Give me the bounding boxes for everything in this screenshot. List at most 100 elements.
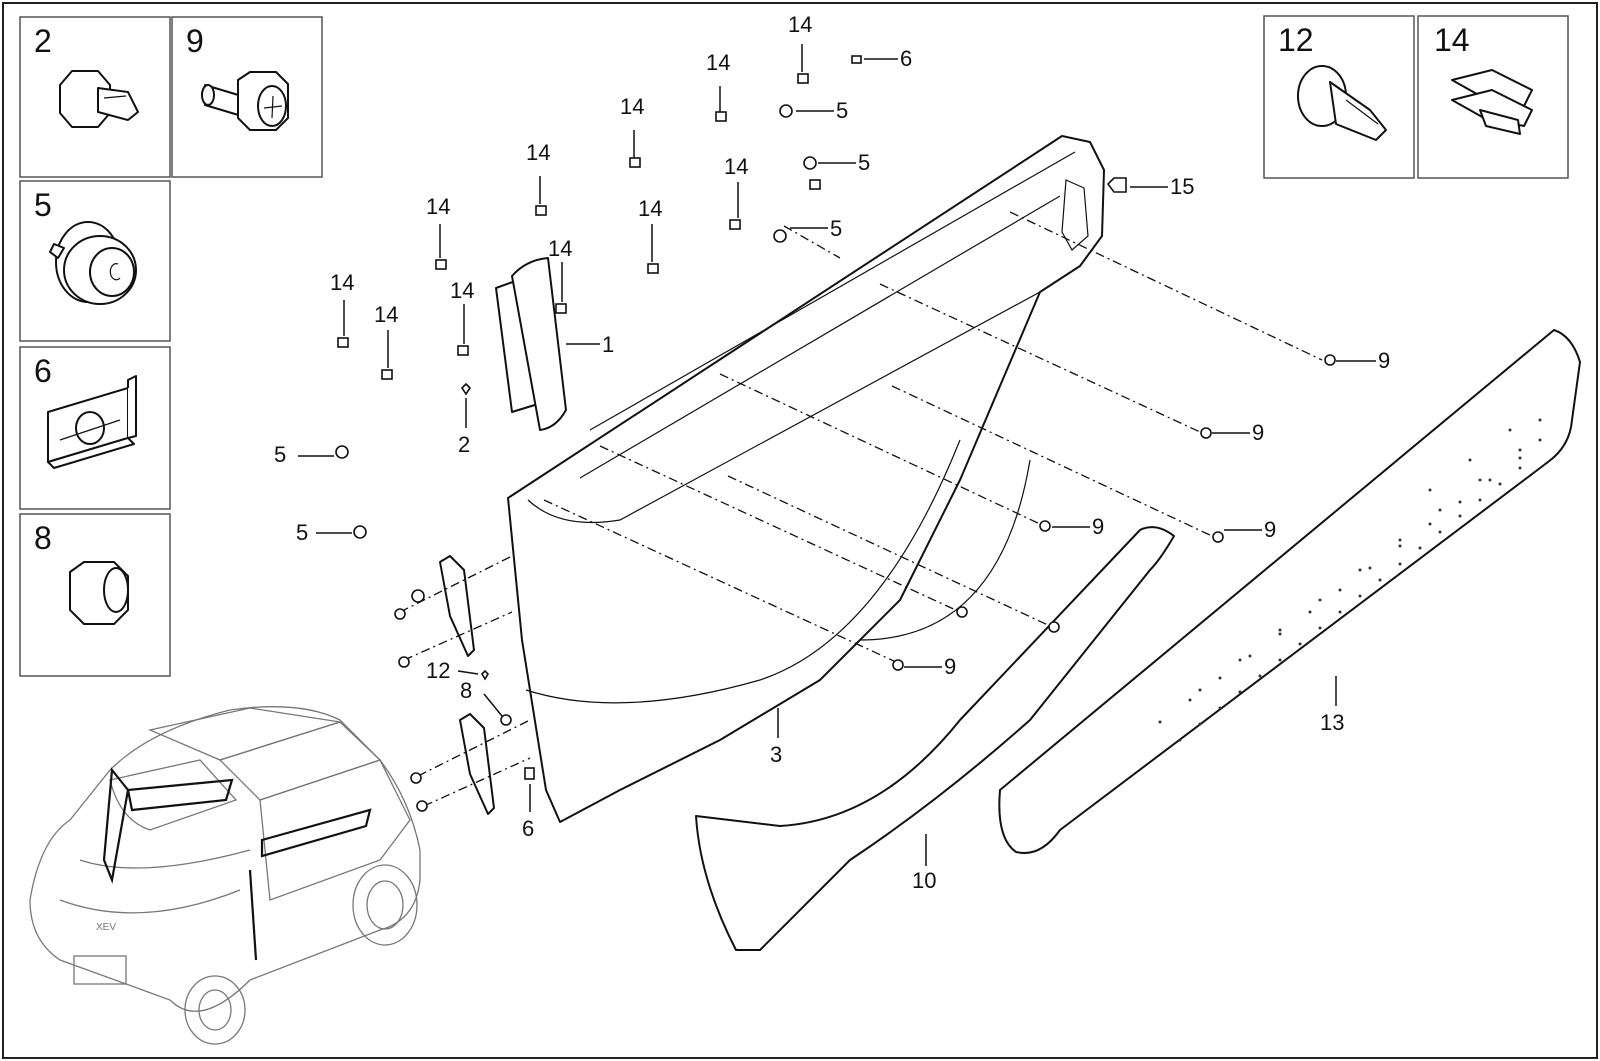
callout-label: 9 bbox=[1252, 420, 1264, 445]
callout-label: 12 bbox=[426, 658, 450, 683]
callout-label: 14 bbox=[724, 154, 748, 179]
callout-label: 5 bbox=[830, 216, 842, 241]
inset-8-number: 8 bbox=[34, 520, 52, 556]
clip-15 bbox=[1106, 177, 1127, 193]
callout-label: 14 bbox=[426, 194, 450, 219]
screw-icon bbox=[1297, 65, 1387, 141]
bolt-9-g bbox=[892, 659, 904, 671]
callout-label: 15 bbox=[1170, 174, 1194, 199]
clip-14-g bbox=[381, 369, 393, 380]
callout-label: 9 bbox=[1378, 348, 1390, 373]
clip-6-b bbox=[524, 767, 535, 780]
rivet-5-d bbox=[335, 445, 349, 459]
callout-label: 1 bbox=[602, 332, 614, 357]
inset-9-number: 9 bbox=[186, 23, 204, 59]
callout-label: 14 bbox=[706, 50, 730, 75]
inset-9: 9 bbox=[171, 16, 323, 178]
bolt-9-k bbox=[416, 800, 428, 812]
callout-label: 9 bbox=[1092, 514, 1104, 539]
assembly-lines bbox=[399, 211, 1323, 807]
callout-label: 14 bbox=[330, 270, 354, 295]
fasteners bbox=[335, 55, 1336, 812]
callout-label: 14 bbox=[788, 12, 812, 37]
inset-2-number: 2 bbox=[34, 23, 52, 59]
door-trim-panel-3 bbox=[507, 135, 1105, 823]
bolt-9-c bbox=[1039, 520, 1051, 532]
clip-14-b bbox=[715, 111, 727, 122]
inset-8: 8 bbox=[19, 513, 171, 677]
inset-12: 12 bbox=[1263, 15, 1415, 179]
inset-12-number: 12 bbox=[1278, 22, 1314, 58]
callout-label: 5 bbox=[296, 520, 308, 545]
clip-6-a bbox=[851, 55, 862, 64]
callout-label: 5 bbox=[836, 98, 848, 123]
brackets bbox=[439, 555, 495, 815]
callout-label: 5 bbox=[858, 150, 870, 175]
nut-8 bbox=[500, 714, 512, 726]
spring-clip-icon bbox=[47, 375, 137, 469]
perforated-panel-13 bbox=[998, 329, 1581, 854]
bolt-9-a bbox=[1324, 354, 1336, 366]
leader-lines bbox=[298, 44, 1376, 866]
callout-label: 6 bbox=[522, 816, 534, 841]
callout-label: 14 bbox=[374, 302, 398, 327]
bolt-9-f bbox=[1048, 621, 1060, 633]
callout-label: 5 bbox=[274, 442, 286, 467]
bolt-9-h bbox=[394, 608, 406, 620]
inset-14-number: 14 bbox=[1434, 22, 1470, 58]
callout-label: 14 bbox=[450, 278, 474, 303]
screw-2 bbox=[460, 382, 472, 396]
callout-label: 10 bbox=[912, 868, 936, 893]
door-pull-strip-1 bbox=[495, 257, 567, 431]
clip-14-i bbox=[555, 303, 567, 314]
callout-label: 14 bbox=[526, 140, 550, 165]
screw-icon bbox=[59, 70, 139, 128]
callout-label: 6 bbox=[900, 46, 912, 71]
callout-label: 14 bbox=[620, 94, 644, 119]
clip-14-d bbox=[535, 205, 547, 216]
callout-label: 14 bbox=[638, 196, 662, 221]
inset-5: 5 bbox=[19, 180, 171, 342]
rivet-5-b bbox=[803, 156, 817, 170]
clip-14-e bbox=[435, 259, 447, 270]
bolt-9-e bbox=[956, 606, 968, 618]
callout-label: 9 bbox=[944, 654, 956, 679]
callout-labels: 14 6 14 5 14 5 14 14 15 14 14 5 14 14 1 … bbox=[274, 12, 1390, 893]
clip-14-h bbox=[457, 345, 469, 356]
callout-label: 2 bbox=[458, 432, 470, 457]
inset-6-number: 6 bbox=[34, 353, 52, 389]
callout-label: 9 bbox=[1264, 517, 1276, 542]
inset-5-number: 5 bbox=[34, 187, 52, 223]
perforation-dots bbox=[1158, 418, 1542, 742]
vehicle-badge: XEV bbox=[96, 922, 116, 933]
clip-14-c bbox=[629, 157, 641, 168]
nut-cap-icon bbox=[69, 561, 129, 625]
inset-14: 14 bbox=[1417, 15, 1569, 179]
rivet-5-a bbox=[779, 104, 793, 118]
clip-14-j bbox=[647, 263, 659, 274]
callout-label: 13 bbox=[1320, 710, 1344, 735]
vehicle-locator-illustration: XEV bbox=[29, 706, 421, 1045]
clip-14-l bbox=[809, 179, 821, 190]
push-rivet-icon bbox=[49, 221, 137, 305]
bolt-9-b bbox=[1200, 427, 1212, 439]
callout-label: 3 bbox=[770, 742, 782, 767]
bolt-9-i bbox=[398, 656, 410, 668]
clip-14-f bbox=[337, 337, 349, 348]
inset-2: 2 bbox=[19, 16, 171, 178]
inset-6: 6 bbox=[19, 346, 171, 510]
callout-label: 8 bbox=[460, 678, 472, 703]
rivet-5-e bbox=[353, 525, 367, 539]
rivet-5-f bbox=[411, 589, 425, 603]
bolt-9-d bbox=[1212, 531, 1224, 543]
clip-14-a bbox=[797, 73, 809, 84]
screw-12 bbox=[480, 669, 490, 681]
clip-14-k bbox=[729, 219, 741, 230]
clip-icon bbox=[1451, 69, 1533, 135]
rivet-5-c bbox=[773, 229, 787, 243]
bolt-9-j bbox=[410, 772, 422, 784]
bolt-icon bbox=[201, 71, 289, 131]
callout-label: 14 bbox=[548, 236, 572, 261]
